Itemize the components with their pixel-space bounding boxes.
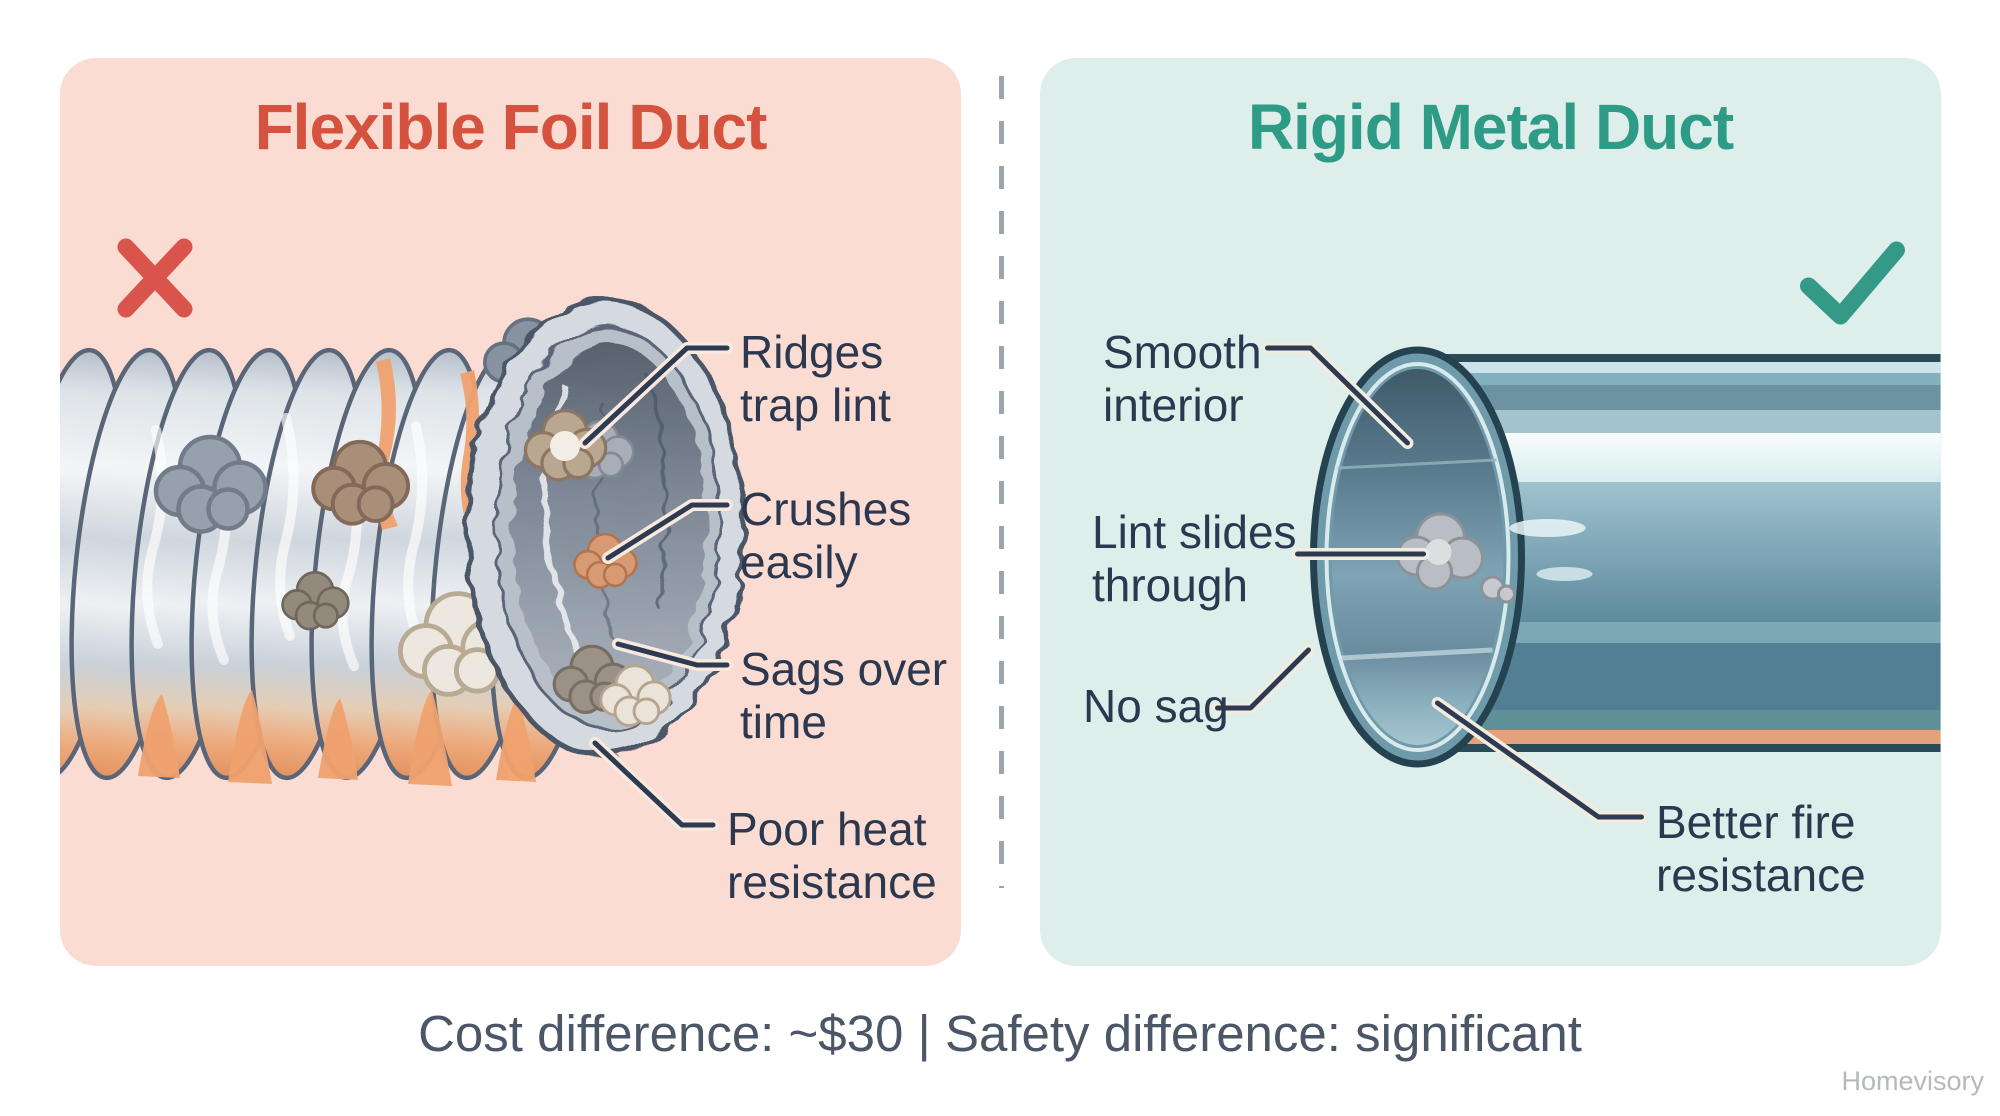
leader-poor-heat-resistance bbox=[592, 740, 716, 828]
left-panel-title: Flexible Foil Duct bbox=[254, 91, 768, 163]
label-sags-over-time: Sags over time bbox=[740, 643, 948, 749]
watermark-homevisory: Homevisory bbox=[1841, 1066, 1984, 1096]
rigid-duct-illustration bbox=[1211, 241, 1941, 823]
label-crushes-easily: Crushes easily bbox=[740, 483, 912, 589]
cost-safety-caption: Cost difference: ~$30 | Safety differenc… bbox=[418, 1005, 1582, 1062]
leader-smooth-interior bbox=[1265, 345, 1410, 446]
leader-ridges-trap-lint bbox=[582, 345, 730, 446]
opening-lint-clouds bbox=[523, 408, 672, 727]
leader-lines bbox=[1211, 342, 1648, 823]
x-icon bbox=[117, 238, 193, 318]
label-ridges-trap-lint: Ridges trap lint bbox=[740, 326, 891, 432]
label-better-fire-resistance: Better fire resistance bbox=[1656, 796, 1866, 902]
check-icon bbox=[1800, 241, 1905, 325]
panel-flexible-foil-duct: Flexible Foil Duct Ridges trap lint Crus… bbox=[60, 58, 961, 966]
label-no-sag: No sag bbox=[1083, 680, 1229, 732]
leader-crushes-easily bbox=[605, 502, 730, 561]
leader-no-sag bbox=[1215, 647, 1311, 711]
leader-better-fire-resistance bbox=[1435, 700, 1644, 820]
panel-divider-dashed-line bbox=[999, 76, 1004, 888]
sliding-lint-cloud bbox=[1396, 512, 1593, 604]
right-panel-title: Rigid Metal Duct bbox=[1247, 91, 1734, 163]
leader-lines bbox=[579, 342, 733, 831]
leader-sags-over-time bbox=[615, 641, 730, 668]
label-smooth-interior: Smooth interior bbox=[1103, 326, 1262, 432]
flexible-duct-illustration bbox=[60, 238, 746, 831]
label-poor-heat-resistance: Poor heat resistance bbox=[727, 803, 937, 909]
panel-rigid-metal-duct: Rigid Metal Duct Smooth interior Lint sl… bbox=[1040, 58, 1941, 966]
label-lint-slides-through: Lint slides through bbox=[1092, 506, 1297, 612]
